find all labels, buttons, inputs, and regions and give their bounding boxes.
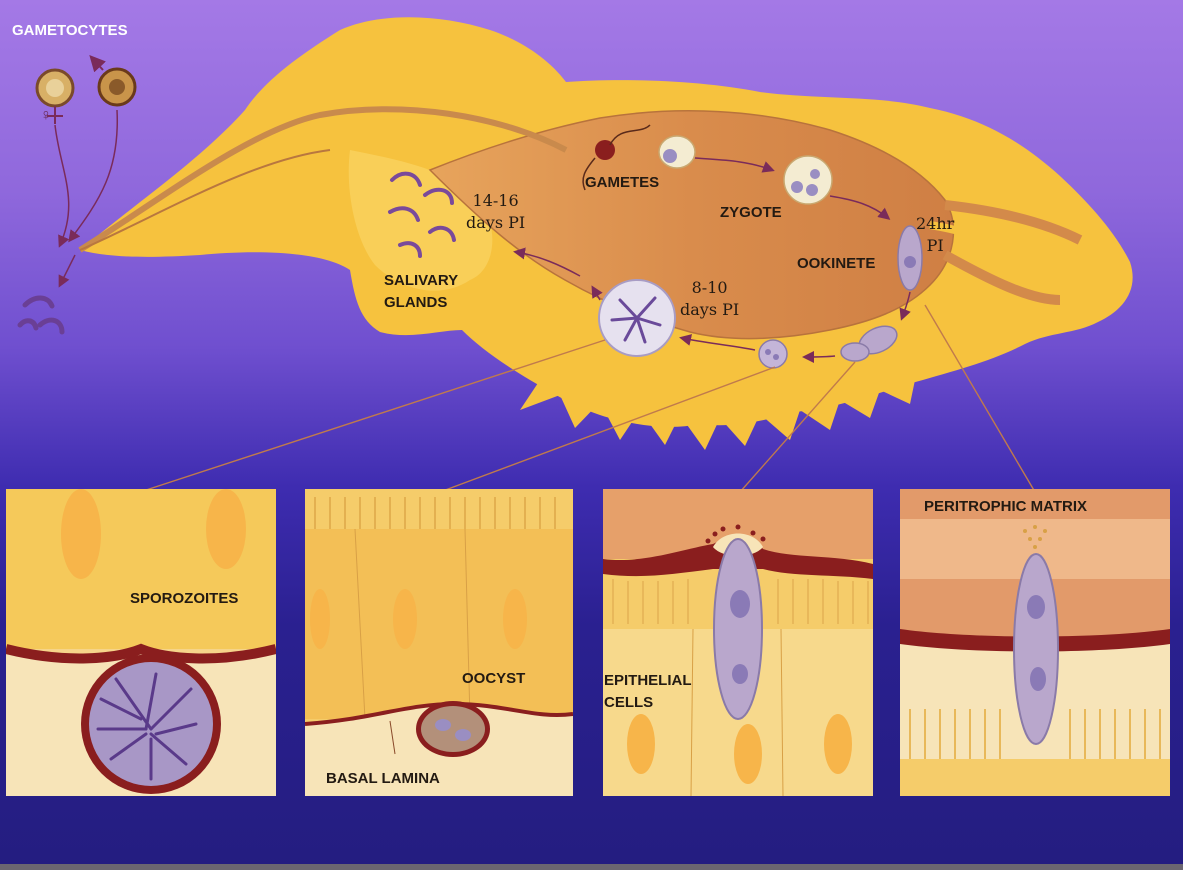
male-gametocyte-core	[109, 79, 125, 95]
label-basal-lamina: BASAL LAMINA	[326, 770, 440, 788]
label-salivary-glands: SALIVARY GLANDS	[384, 270, 458, 314]
label-gametocytes: GAMETOCYTES	[12, 22, 128, 40]
time-8-10-days: 8-10 days PI	[680, 277, 739, 320]
label-ookinete: OOKINETE	[797, 255, 875, 273]
early-oocyst	[759, 340, 787, 368]
panel-sporozoites	[6, 489, 276, 796]
zygote-cell	[784, 156, 832, 204]
sporozoite-exit-arrow	[60, 255, 75, 285]
time-24hr: 24hr PI	[916, 213, 954, 256]
gamete-female	[595, 140, 615, 160]
female-gametocyte-core	[46, 79, 64, 97]
gamete-male-nucleus	[663, 149, 677, 163]
label-gametes: GAMETES	[585, 174, 659, 192]
gametocyte-path-1	[55, 125, 69, 245]
label-sporozoites: SPOROZOITES	[130, 590, 238, 608]
label-peritrophic-matrix: PERITROPHIC MATRIX	[924, 498, 1087, 516]
gametocytes-group	[37, 58, 135, 245]
time-14-16-days: 14-16 days PI	[466, 190, 525, 233]
label-epithelial-cells: EPITHELIAL CELLS	[604, 670, 692, 714]
panel-peritrophic	[900, 489, 1170, 796]
label-oocyst: OOCYST	[462, 670, 525, 688]
panel-oocyst-art	[305, 489, 573, 796]
panel-peritrophic-art	[900, 489, 1170, 796]
gametocyte-path-2	[70, 110, 117, 240]
ookinete-crossing-2	[841, 343, 869, 361]
panel-sporozoites-art	[6, 489, 276, 796]
panel-epithelial	[603, 489, 873, 796]
free-sporozoites	[20, 298, 62, 332]
panel-oocyst	[305, 489, 573, 796]
female-symbol: ♀	[40, 106, 52, 125]
bottom-border	[0, 864, 1183, 870]
zygote-group	[784, 156, 832, 204]
label-zygote: ZYGOTE	[720, 204, 782, 222]
panel-epithelial-art	[603, 489, 873, 796]
